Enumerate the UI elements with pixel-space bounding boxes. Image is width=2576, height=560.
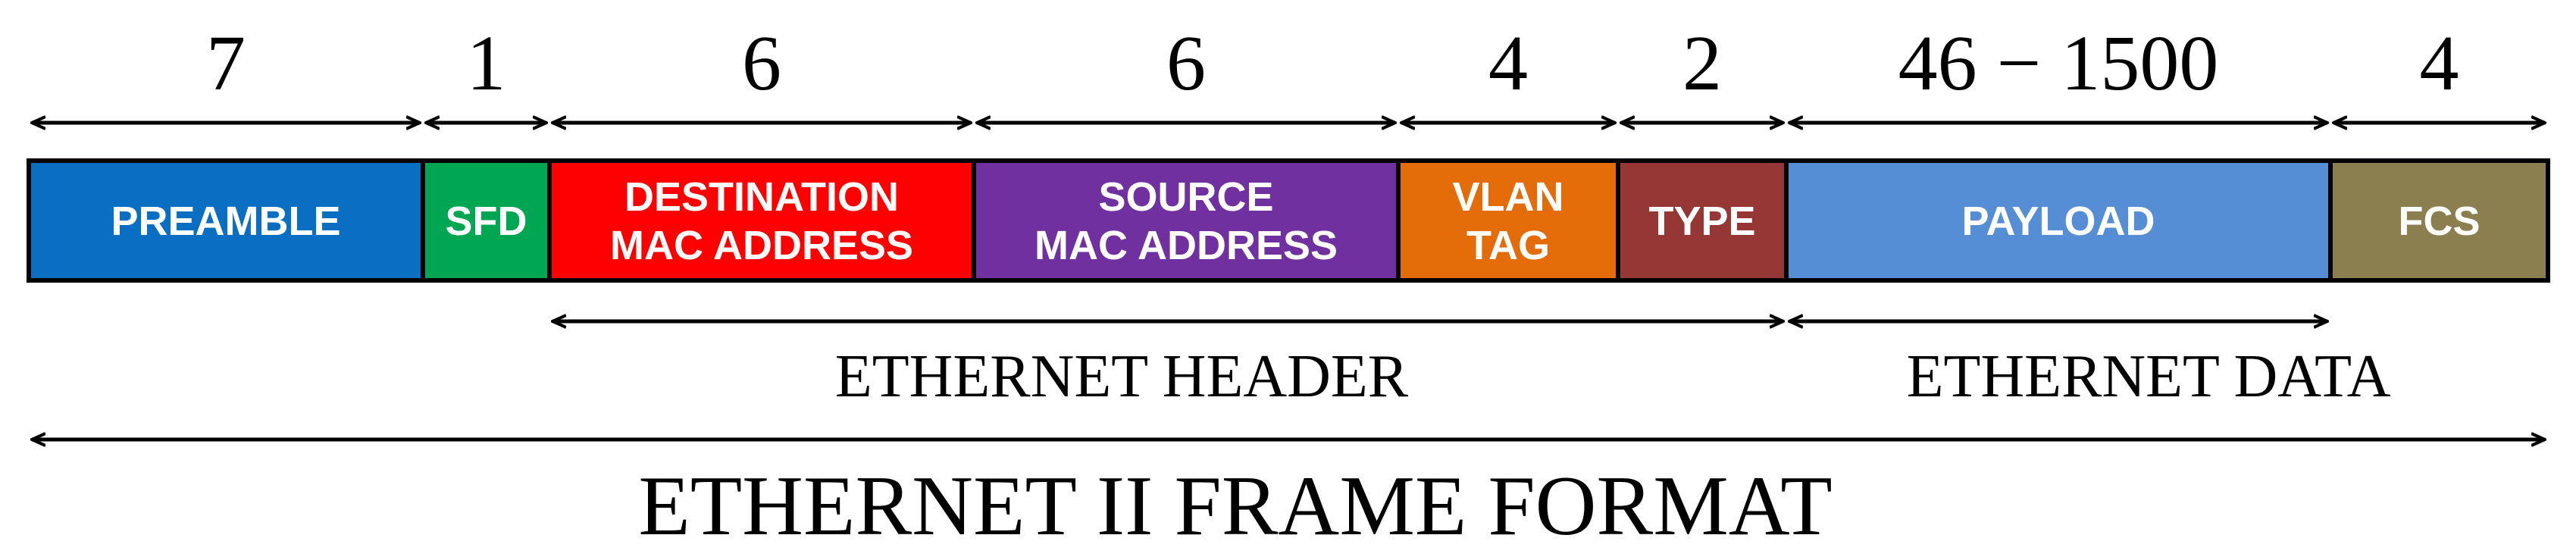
field-size-type: 2 xyxy=(1682,20,1722,107)
field-box-payload xyxy=(1784,158,2333,283)
field-label-destination-mac-address-line-2: MAC ADDRESS xyxy=(610,223,913,268)
field-label-sfd: SFD xyxy=(446,199,527,244)
field-size-source-mac-address: 6 xyxy=(1166,20,1206,107)
field-label-destination-mac-address-line-1: DESTINATION xyxy=(624,174,899,220)
field-label-vlan-tag-line-2: TAG xyxy=(1466,223,1550,268)
field-label-source-mac-address-line-2: MAC ADDRESS xyxy=(1034,223,1338,268)
field-label-source-mac-address-line-1: SOURCE xyxy=(1098,174,1273,220)
frame-span-row: ETHERNET HEADER ETHERNET DATA xyxy=(552,321,2391,410)
field-box-fcs xyxy=(2328,158,2550,283)
field-size-fcs: 4 xyxy=(2420,20,2459,107)
ethernet-data-label: ETHERNET DATA xyxy=(1907,343,2391,410)
field-box-sfd xyxy=(421,158,552,283)
field-size-payload: 46 − 1500 xyxy=(1898,20,2219,107)
frame-title-row: ETHERNET II FRAME FORMAT xyxy=(32,440,2545,553)
field-size-preamble: 7 xyxy=(206,20,246,107)
field-box-preamble xyxy=(27,158,425,283)
field-size-destination-mac-address: 6 xyxy=(742,20,781,107)
ethernet-header-label: ETHERNET HEADER xyxy=(835,343,1409,410)
diagram-title: ETHERNET II FRAME FORMAT xyxy=(638,459,1832,553)
field-label-vlan-tag-line-1: VLAN xyxy=(1453,174,1564,220)
field-label-type: TYPE xyxy=(1648,199,1755,244)
field-size-row: 7 1 6 6 4 2 46 − 1500 4 xyxy=(32,20,2545,123)
field-size-vlan-tag: 4 xyxy=(1488,20,1528,107)
field-size-sfd: 1 xyxy=(467,20,506,107)
field-label-preamble: PREAMBLE xyxy=(111,199,340,244)
field-label-fcs: FCS xyxy=(2399,199,2481,244)
field-box-type xyxy=(1616,158,1789,283)
field-label-payload: PAYLOAD xyxy=(1961,199,2155,244)
